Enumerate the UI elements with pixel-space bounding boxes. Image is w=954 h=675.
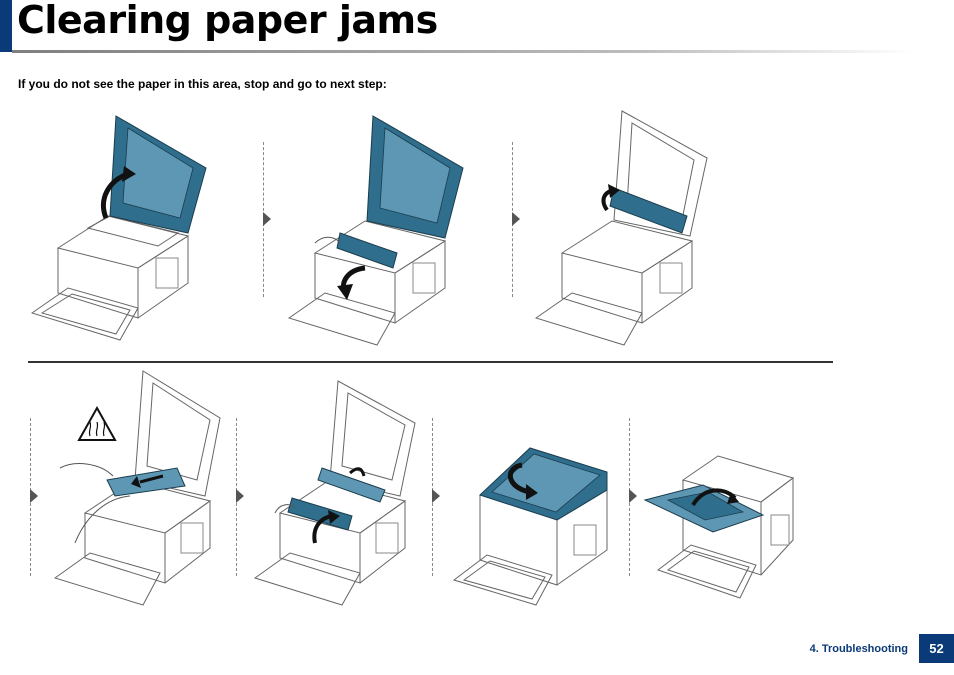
jam-release-lever-part [609, 187, 688, 234]
step-open-output-support [643, 440, 808, 610]
footer-section-label: 4. Troubleshooting [809, 643, 908, 655]
step-arrow-icon [263, 212, 271, 226]
curved-arrow-icon [508, 462, 531, 495]
straight-arrow-icon [139, 474, 164, 484]
title-underline [12, 50, 912, 53]
jammed-paper-part [106, 467, 186, 497]
toner-cartridge-part [336, 232, 398, 269]
step-arrow-icon [236, 489, 244, 503]
step-pull-out-jammed-paper [45, 368, 235, 613]
step-arrow-icon [629, 489, 637, 503]
row-divider [28, 361, 833, 363]
step-reinsert-toner-cartridge [250, 378, 430, 618]
hot-surface-warning-icon [77, 405, 117, 441]
instruction-text: If you do not see the paper in this area… [18, 77, 387, 91]
step-arrow-icon [30, 489, 38, 503]
page-number: 52 [919, 634, 954, 663]
step-remove-toner-cartridge [285, 108, 485, 353]
step-arrow-icon [512, 212, 520, 226]
step-arrow-icon [432, 489, 440, 503]
toner-cartridge-part [287, 497, 353, 531]
step-lift-jam-release-lever [532, 108, 732, 353]
page-title: Clearing paper jams [17, 0, 438, 42]
title-accent-bar [0, 0, 12, 52]
curved-arrow-icon [349, 467, 366, 477]
printer-illustration [30, 215, 190, 341]
step-close-top-cover [452, 440, 617, 610]
step-open-top-cover [28, 108, 228, 343]
